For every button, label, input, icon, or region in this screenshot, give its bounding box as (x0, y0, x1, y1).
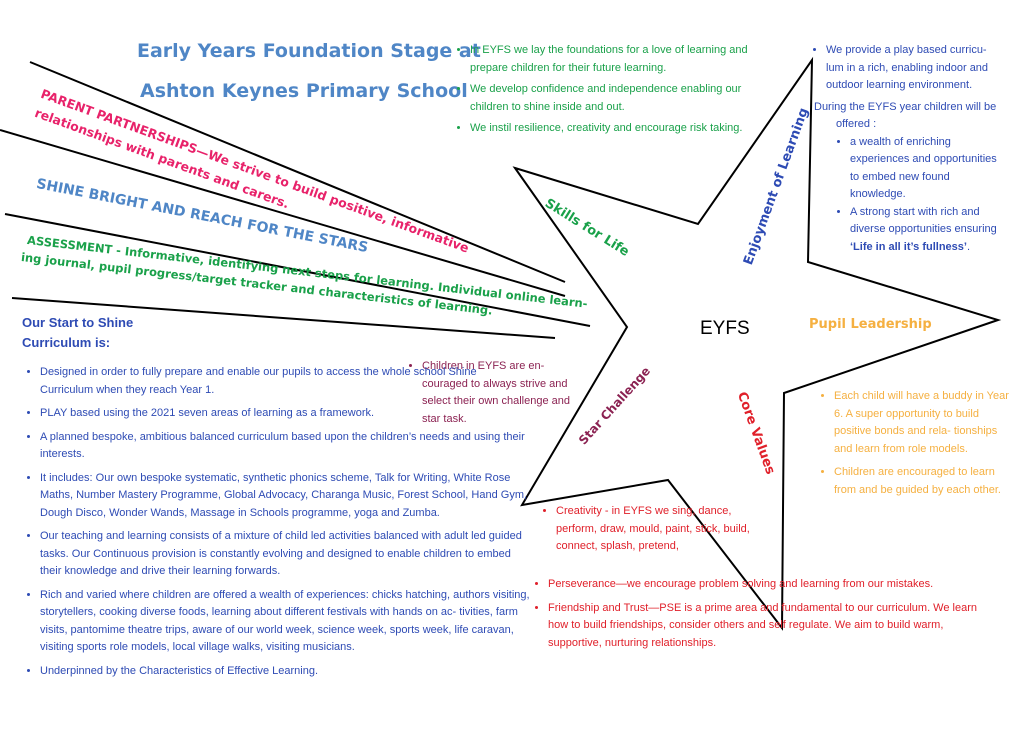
curriculum-list: Designed in order to fully prepare and e… (20, 364, 530, 684)
bullet-text: Children in EYFS are en- couraged to alw… (422, 360, 570, 425)
bullet-text: We provide a play based curricu- lum in … (826, 44, 989, 91)
title-line-2: Ashton Keynes Primary School (140, 80, 468, 102)
bullet-text: Children are encouraged to learn from an… (834, 466, 1001, 496)
streak-line (4, 213, 591, 327)
bullet-text: Creativity - in EYFS we sing, dance, per… (556, 505, 750, 552)
pupil-leadership-label: Pupil Leadership (809, 317, 932, 332)
list-item: We instil resilience, creativity and enc… (470, 120, 755, 138)
list-item: A planned bespoke, ambitious balanced cu… (40, 429, 530, 464)
list-item: Underpinned by the Characteristics of Ef… (40, 663, 530, 681)
list-item: a wealth of enriching experiences and op… (850, 134, 1004, 204)
list-item: Rich and varied where children are offer… (40, 587, 530, 657)
list-item: Our teaching and learning consists of a … (40, 528, 530, 581)
list-item: Friendship and Trust—PSE is a prime area… (548, 600, 998, 653)
bullet-text: Underpinned by the Characteristics of Ef… (40, 664, 319, 677)
bullet-text: Designed in order to fully prepare and e… (40, 366, 477, 396)
star-center-label: EYFS (700, 318, 750, 339)
enjoyment-text: We provide a play based curricu- lum in … (814, 42, 1004, 256)
streak-line (29, 61, 566, 283)
curriculum-heading-1: Our Start to Shine (22, 315, 134, 330)
curriculum-heading-2: Curriculum is: (22, 335, 111, 350)
leadership-bullets: Each child will have a buddy in Year 6. … (820, 388, 1014, 503)
bullet-text: A strong start with rich and diverse opp… (850, 205, 997, 236)
title-line-1: Early Years Foundation Stage at (137, 40, 481, 62)
list-item: Creativity - in EYFS we sing, dance, per… (556, 503, 756, 556)
bullet-end: . (966, 240, 971, 253)
list-item: Each child will have a buddy in Year 6. … (834, 388, 1014, 458)
star-shape (512, 56, 1002, 631)
curriculum-heading: Our Start to Shine Curriculum is: (22, 313, 133, 353)
life-in-all-its-fullness: ‘Life in all it’s fullness’ (850, 240, 967, 253)
enjoyment-intro: During the EYFS year children will be of… (814, 99, 1004, 134)
list-item: Perseverance—we encourage problem solvin… (548, 576, 998, 594)
bullet-text: Friendship and Trust—PSE is a prime area… (548, 601, 977, 649)
list-item: PLAY based using the 2021 seven areas of… (40, 405, 530, 423)
top-bullets: In EYFS we lay the foundations for a lov… (452, 42, 755, 142)
list-item: Designed in order to fully prepare and e… (40, 364, 530, 399)
list-item: We develop confidence and independence e… (470, 81, 755, 116)
list-item: Children in EYFS are en- couraged to alw… (422, 358, 572, 428)
bullet-text: In EYFS we lay the foundations for a lov… (470, 44, 748, 74)
core-values-bullet-1: Creativity - in EYFS we sing, dance, per… (540, 503, 756, 560)
bullet-text: a wealth of enriching experiences and op… (850, 135, 997, 201)
streak-line (11, 297, 556, 339)
list-item: A strong start with rich and diverse opp… (850, 204, 1004, 257)
list-item: It includes: Our own bespoke systematic,… (40, 470, 530, 523)
streak-line (0, 129, 566, 297)
bullet-text: Each child will have a buddy in Year 6. … (834, 390, 1009, 455)
enjoyment-intro-1: During the EYFS year children will be (814, 100, 997, 113)
list-item: We provide a play based curricu- lum in … (826, 42, 1004, 95)
list-item: In EYFS we lay the foundations for a lov… (470, 42, 755, 77)
list-item: Children are encouraged to learn from an… (834, 464, 1014, 499)
core-values-bullets: Perseverance—we encourage problem solvin… (534, 576, 998, 656)
bullet-text: We develop confidence and independence e… (470, 83, 742, 113)
bullet-text: It includes: Our own bespoke systematic,… (40, 471, 528, 519)
bullet-text: We instil resilience, creativity and enc… (470, 122, 743, 134)
bullet-text: Perseverance—we encourage problem solvin… (548, 578, 934, 590)
bullet-text: PLAY based using the 2021 seven areas of… (40, 407, 375, 419)
enjoyment-intro-2: offered : (836, 118, 877, 130)
bullet-text: Our teaching and learning consists of a … (40, 530, 522, 577)
bullet-text: A planned bespoke, ambitious balanced cu… (40, 430, 525, 461)
challenge-bullets: Children in EYFS are en- couraged to alw… (408, 358, 572, 432)
bullet-text: Rich and varied where children are offer… (40, 588, 530, 654)
